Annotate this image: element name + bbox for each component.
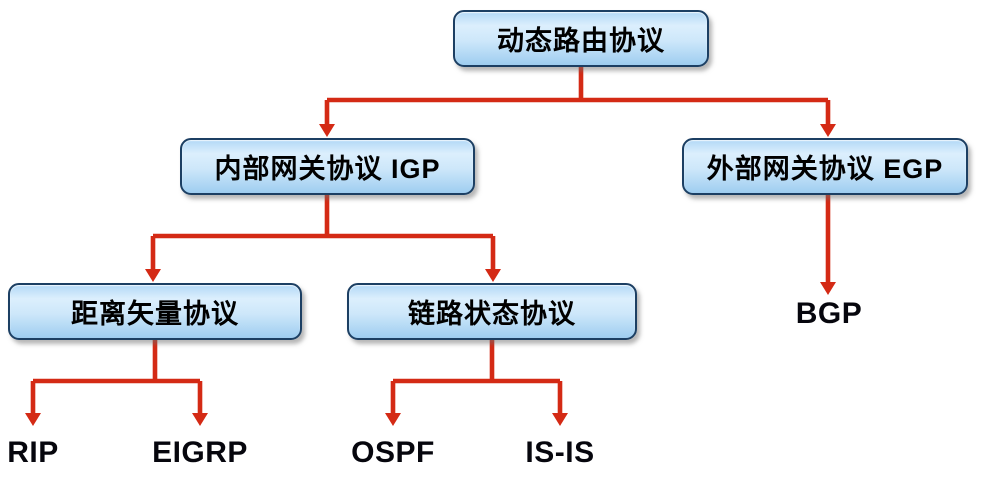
- node-label: 链路状态协议: [408, 299, 576, 329]
- arrowhead-egp: [820, 124, 836, 137]
- node-isis: IS-IS: [525, 436, 594, 470]
- node-ospf: OSPF: [351, 436, 435, 470]
- connector-root-split: [324, 66, 831, 126]
- node-label: 外部网关协议 EGP: [706, 154, 944, 184]
- connector-ls-split: [390, 340, 563, 413]
- node-label: OSPF: [351, 436, 435, 469]
- node-label: IS-IS: [525, 436, 595, 469]
- arrowhead-ospf: [385, 413, 401, 426]
- node-rip: RIP: [7, 436, 59, 470]
- node-link-state-protocol: 链路状态协议: [347, 283, 637, 340]
- node-eigrp: EIGRP: [152, 436, 248, 470]
- arrowhead-igp: [319, 124, 335, 137]
- connector-dv-split: [30, 340, 203, 413]
- node-dynamic-routing-protocol: 动态路由协议: [453, 10, 709, 67]
- node-interior-gateway-protocol: 内部网关协议 IGP: [180, 138, 475, 195]
- node-label: 动态路由协议: [497, 26, 665, 56]
- node-label: RIP: [7, 436, 59, 469]
- node-label: 距离矢量协议: [71, 299, 239, 329]
- arrowhead-eigrp: [192, 413, 208, 426]
- node-label: 内部网关协议 IGP: [214, 154, 441, 184]
- arrowhead-link-state: [485, 269, 501, 282]
- arrowhead-bgp: [820, 282, 836, 295]
- node-label: BGP: [795, 297, 863, 330]
- node-label: EIGRP: [152, 436, 248, 469]
- arrowhead-rip: [25, 413, 41, 426]
- node-bgp: BGP: [796, 297, 863, 331]
- arrowhead-distance-vector: [145, 269, 161, 282]
- node-exterior-gateway-protocol: 外部网关协议 EGP: [682, 138, 968, 195]
- arrowhead-isis: [552, 413, 568, 426]
- connector-igp-split: [150, 195, 496, 269]
- node-distance-vector-protocol: 距离矢量协议: [8, 283, 302, 340]
